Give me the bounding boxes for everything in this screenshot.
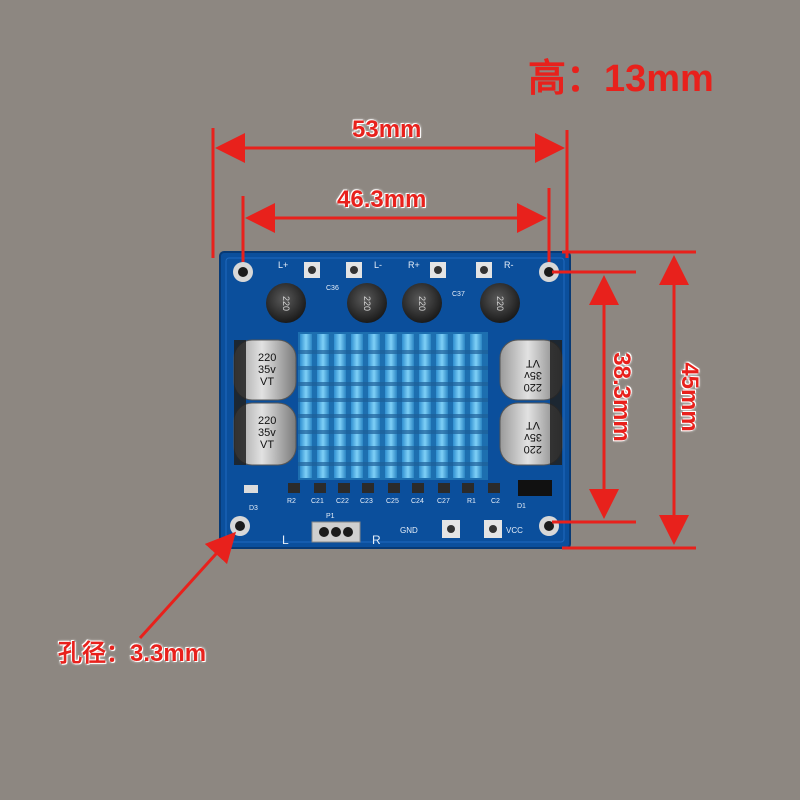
cap-small-value: 220 [281,296,291,311]
width-outer-label: 53mm [352,116,422,143]
cap-code: VT [526,357,540,369]
cap-volt: 35v [258,427,276,439]
heatsink-slot [298,366,488,370]
heatsink-fin [385,334,397,478]
heatsink-slot [298,446,488,450]
heatsink-fin [317,334,329,478]
heatsink-slot [298,350,488,354]
label-c24: C24 [411,498,424,505]
heatsink-slot [298,430,488,434]
height-label: 高：13mm [528,58,714,100]
heatsink-fin [300,334,312,478]
cap-value: 220 [524,443,542,455]
label-c27: C27 [437,498,450,505]
power-pads [442,520,502,538]
cap-volt: 35v [258,364,276,376]
mounting-hole [233,262,253,282]
label-c21: C21 [311,498,324,505]
heatsink-fin [402,334,414,478]
label-l-plus: L+ [278,260,288,270]
cap-volt: 35v [524,369,542,381]
heatsink-fin [334,334,346,478]
cap-value: 220 [524,381,542,393]
label-r-plus: R+ [408,260,420,270]
height-inner-label: 38.3mm [608,352,635,442]
cap-value: 220 [258,352,276,364]
mounting-hole [539,516,559,536]
label-c37: C37 [452,291,465,298]
mounting-hole [539,262,559,282]
label-c23: C23 [360,498,373,505]
small-capacitors [266,283,520,323]
label-c36: C36 [326,285,339,292]
cap-markings: 220 35v VT 220 35v VT 220 35v VT 220 35v… [258,296,542,455]
cap-code: VT [260,376,274,388]
mounting-hole [230,516,250,536]
label-vcc: VCC [506,526,523,535]
heatsink-slot [298,382,488,386]
label-c22: C22 [336,498,349,505]
height-outer-label: 45mm [676,362,703,432]
hole-diameter-label: 孔径：3.3mm [58,640,207,667]
label-right: R [372,533,381,547]
cap-small-value: 220 [362,296,372,311]
big-capacitors [233,339,563,466]
label-r-minus: R- [504,260,514,270]
heatsink-fin [436,334,448,478]
label-d3: D3 [249,505,258,512]
pcb-board: L+ L- R+ R- C36 C37 D3 R2 C21 C22 C23 C2… [219,251,571,549]
label-r1: R1 [467,498,476,505]
label-c25: C25 [386,498,399,505]
heatsink-fin [351,334,363,478]
heatsink-fin [368,334,380,478]
silkscreen: L+ L- R+ R- C36 C37 D3 R2 C21 C22 C23 C2… [249,260,526,547]
heatsink-fin [419,334,431,478]
label-left: L [282,533,289,547]
heatsink [298,332,488,480]
label-r2: R2 [287,498,296,505]
heatsink-slot [298,398,488,402]
heatsink-slot [298,414,488,418]
cap-value: 220 [258,415,276,427]
cap-small-value: 220 [495,296,505,311]
output-terminal-pads [304,262,492,278]
label-gnd: GND [400,526,418,535]
cap-volt: 35v [524,431,542,443]
heatsink-fin [453,334,465,478]
heatsink-slot [298,462,488,466]
dimension-lines [138,128,696,640]
label-l-minus: L- [374,260,382,270]
smd-components [244,480,552,496]
heatsink-fin [470,334,482,478]
label-c2: C2 [491,498,500,505]
label-header: P1 [326,513,335,520]
input-header [311,521,361,543]
width-inner-label: 46.3mm [337,186,427,213]
cap-small-value: 220 [417,296,427,311]
cap-code: VT [260,439,274,451]
cap-code: VT [526,419,540,431]
label-d1: D1 [517,503,526,510]
